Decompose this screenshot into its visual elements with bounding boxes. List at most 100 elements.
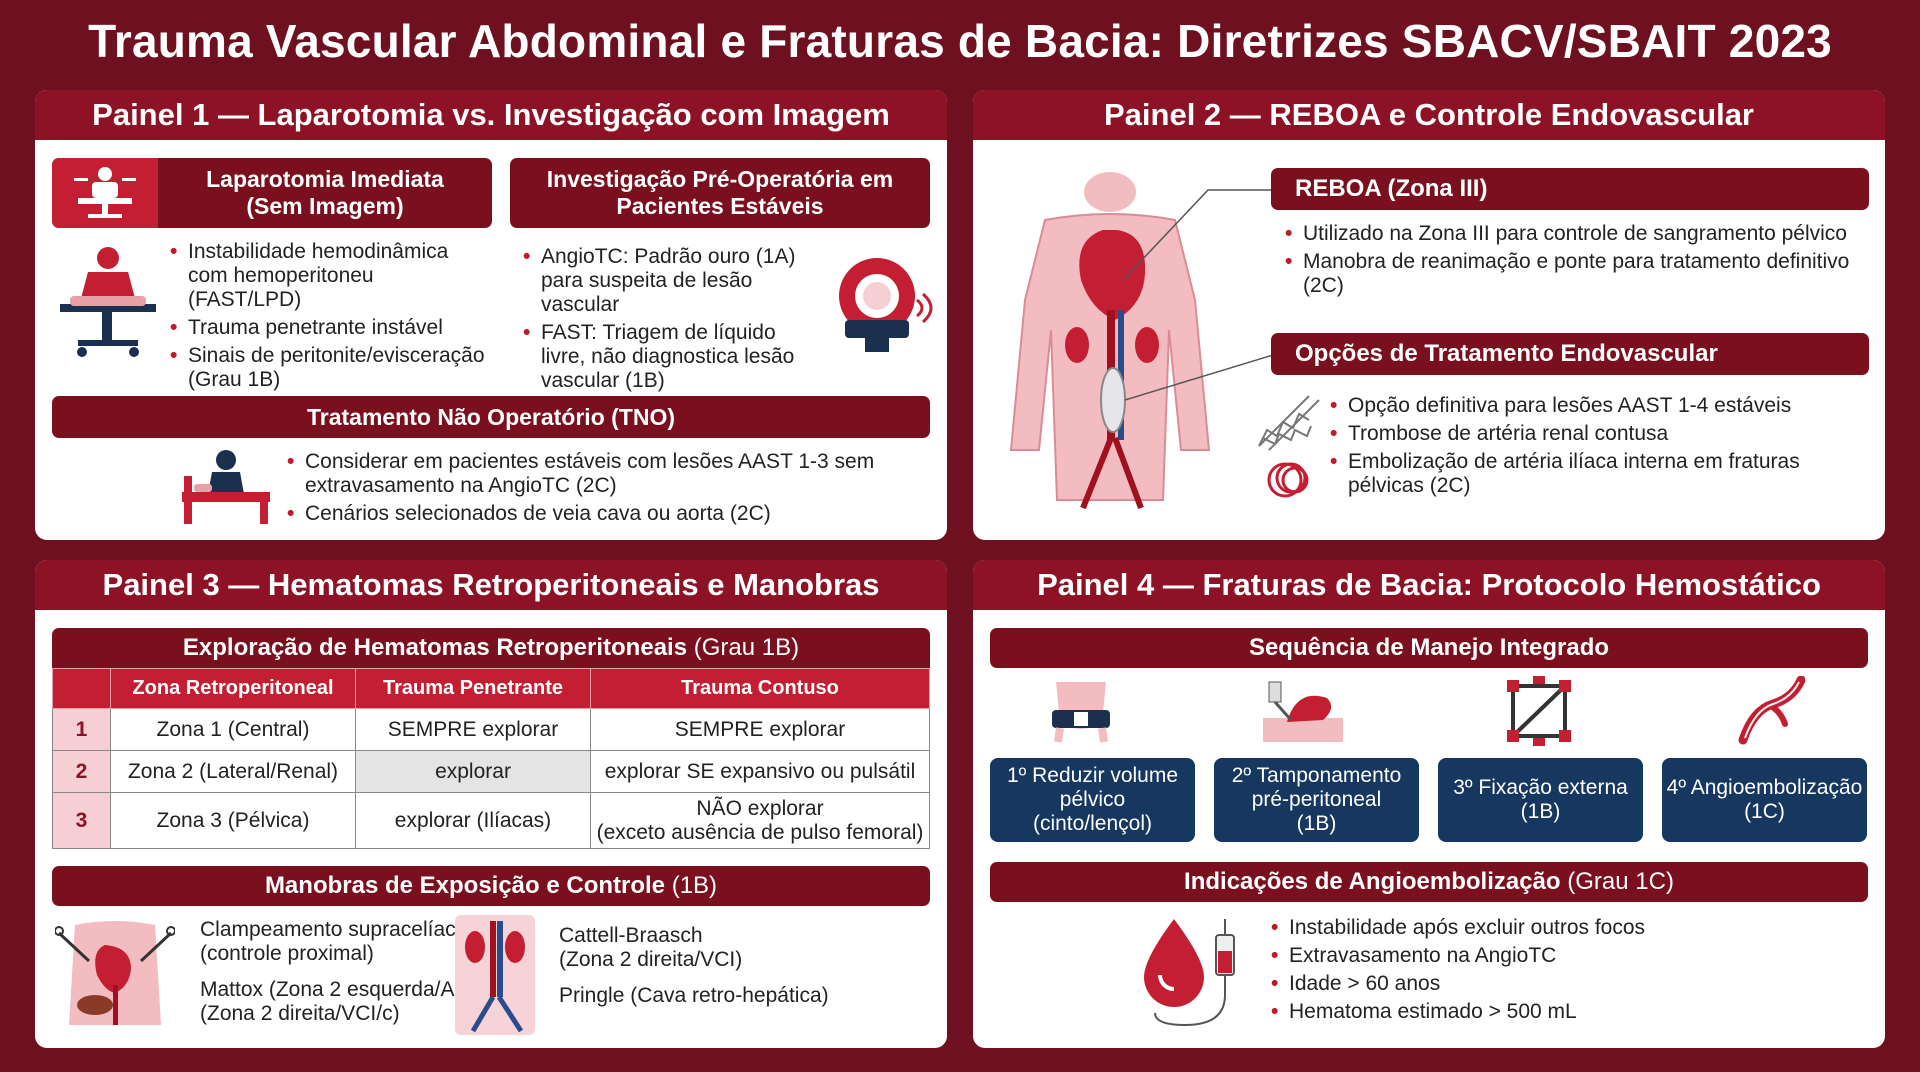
list-item: Idade > 60 anos	[1271, 972, 1831, 996]
laparotomy-bullets: Instabilidade hemodinâmica com hemoperit…	[170, 240, 490, 396]
step-line: (1B)	[1520, 800, 1561, 823]
table-title: Exploração de Hematomas Retroperitoneais…	[52, 628, 930, 668]
investigation-header: Investigação Pré-Operatória em Pacientes…	[510, 158, 930, 228]
investigation-title-line2: Pacientes Estáveis	[616, 193, 824, 219]
surgeon-icon	[52, 242, 162, 367]
table-header: Zona Retroperitoneal	[110, 668, 356, 709]
table-cell: explorar (Ilíacas)	[355, 792, 591, 849]
maneuver-item: Mattox (Zona 2 esquerda/Aorta) (Zona 2 d…	[200, 978, 498, 1026]
panel-reboa: Painel 2 — REBOA e Controle Endovascular…	[973, 90, 1885, 540]
cell-line: (exceto ausência de pulso femoral)	[596, 820, 924, 844]
external-fixator-icon	[1503, 676, 1575, 751]
stent-icon	[1255, 390, 1323, 457]
table-cell: Zona 3 (Pélvica)	[110, 792, 356, 849]
list-item: Manobra de reanimação e ponte para trata…	[1285, 250, 1855, 298]
panel-pelvic-fractures: Painel 4 — Fraturas de Bacia: Protocolo …	[973, 560, 1885, 1048]
maneuver-item: Cattell-Braasch (Zona 2 direita/VCI)	[559, 924, 742, 972]
panel-1-title: Painel 1 — Laparotomia vs. Investigação …	[35, 90, 947, 140]
coil-icon	[1263, 454, 1319, 509]
step-4: 4º Angioembolização (1C)	[1662, 758, 1867, 842]
list-item: Hematoma estimado > 500 mL	[1271, 1000, 1831, 1024]
list-item: FAST: Triagem de líquido livre, não diag…	[523, 321, 823, 393]
endovascular-header: Opções de Tratamento Endovascular	[1271, 333, 1869, 375]
table-header: Trauma Penetrante	[355, 668, 591, 709]
step-line: 1º Reduzir volume	[1006, 764, 1179, 787]
table-grade: (Grau 1B)	[693, 634, 800, 661]
row-number: 2	[52, 750, 111, 793]
table-cell: Zona 1 (Central)	[110, 708, 356, 751]
maneuver-line: (controle proximal)	[200, 942, 374, 965]
row-number: 3	[52, 792, 111, 849]
surgical-exposure-icon	[54, 915, 176, 1040]
list-item: Utilizado na Zona III para controle de s…	[1285, 222, 1855, 246]
reboa-bullets: Utilizado na Zona III para controle de s…	[1285, 222, 1855, 302]
maneuvers-header: Manobras de Exposição e Controle (1B)	[52, 866, 930, 906]
table-title-text: Exploração de Hematomas Retroperitoneais	[182, 634, 688, 661]
torso-vascular-icon	[985, 170, 1235, 520]
laparotomy-header: Laparotomia Imediata (Sem Imagem)	[52, 158, 492, 228]
catheter-icon	[1735, 675, 1806, 751]
row-number: 1	[52, 708, 111, 751]
step-2: 2º Tamponamento pré-peritoneal (1B)	[1214, 758, 1419, 842]
tno-bullets: Considerar em pacientes estáveis com les…	[287, 450, 887, 530]
maneuver-line: Cattell-Braasch	[559, 924, 703, 947]
step-line: (1B)	[1296, 812, 1337, 835]
step-line: pré-peritoneal	[1251, 788, 1382, 811]
list-item: Extravasamento na AngioTC	[1271, 944, 1831, 968]
table-row: 3 Zona 3 (Pélvica) explorar (Ilíacas) NÃ…	[52, 792, 930, 849]
step-line: 2º Tamponamento	[1231, 764, 1402, 787]
panel-4-title: Painel 4 — Fraturas de Bacia: Protocolo …	[973, 560, 1885, 610]
table-row: 2 Zona 2 (Lateral/Renal) explorar explor…	[52, 750, 930, 793]
laparotomy-title-line1: Laparotomia Imediata	[206, 166, 444, 192]
investigation-title-line1: Investigação Pré-Operatória em	[546, 166, 894, 192]
maneuver-line: Mattox (Zona 2 esquerda/Aorta)	[200, 978, 498, 1001]
step-line: pélvico	[1059, 788, 1126, 811]
list-item: Instabilidade hemodinâmica com hemoperit…	[170, 240, 490, 312]
list-item: Trauma penetrante instável	[170, 316, 490, 340]
step-line: (1C)	[1744, 800, 1785, 823]
step-line: (cinto/lençol)	[1032, 812, 1153, 835]
maneuver-line: (Zona 2 direita/VCI)	[559, 948, 743, 971]
patient-bed-icon	[180, 448, 272, 531]
maneuver-line: Pringle (Cava retro-hepática)	[559, 984, 829, 1007]
table-cell: explorar SE expansivo ou pulsátil	[590, 750, 930, 793]
maneuver-item: Clampeamento supracelíaco (controle prox…	[200, 918, 467, 966]
list-item: Instabilidade após excluir outros focos	[1271, 916, 1831, 940]
table-cell: SEMPRE explorar	[590, 708, 930, 751]
panel-3-title: Painel 3 — Hematomas Retroperitoneais e …	[35, 560, 947, 610]
indications-title: Indicações de Angioembolização	[1184, 868, 1561, 895]
hematoma-table: Zona Retroperitoneal Trauma Penetrante T…	[52, 668, 930, 849]
investigation-bullets: AngioTC: Padrão ouro (1A) para suspeita …	[523, 245, 823, 397]
list-item: Opção definitiva para lesões AAST 1-4 es…	[1330, 394, 1850, 418]
maneuvers-grade: (1B)	[671, 872, 718, 899]
list-item: Sinais de peritonite/evisceração (Grau 1…	[170, 344, 490, 392]
tno-header: Tratamento Não Operatório (TNO)	[52, 396, 930, 438]
list-item: Trombose de artéria renal contusa	[1330, 422, 1850, 446]
reboa-header: REBOA (Zona III)	[1271, 168, 1869, 210]
panel-laparotomy: Painel 1 — Laparotomia vs. Investigação …	[35, 90, 947, 540]
table-header: Trauma Contuso	[590, 668, 930, 709]
table-cell: explorar	[355, 750, 591, 793]
surgery-table-icon	[52, 158, 158, 228]
table-header	[52, 668, 111, 709]
maneuver-item: Pringle (Cava retro-hepática)	[559, 984, 829, 1008]
table-cell: Zona 2 (Lateral/Renal)	[110, 750, 356, 793]
maneuver-line: Clampeamento supracelíaco	[200, 918, 468, 941]
maneuvers-title: Manobras de Exposição e Controle	[264, 872, 666, 899]
ct-scanner-icon	[835, 248, 935, 363]
step-line: 4º Angioembolização	[1666, 776, 1863, 799]
maneuver-line: (Zona 2 direita/VCI/c)	[200, 1002, 400, 1025]
connector-lines	[1122, 189, 1274, 401]
step-3: 3º Fixação externa (1B)	[1438, 758, 1643, 842]
kidney-vessels-icon	[455, 915, 535, 1040]
indications-bullets: Instabilidade após excluir outros focos …	[1271, 916, 1831, 1028]
table-row: 1 Zona 1 (Central) SEMPRE explorar SEMPR…	[52, 708, 930, 751]
step-1: 1º Reduzir volume pélvico (cinto/lençol)	[990, 758, 1195, 842]
list-item: Cenários selecionados de veia cava ou ao…	[287, 502, 887, 526]
page-title: Trauma Vascular Abdominal e Fraturas de …	[88, 15, 1832, 67]
step-line: 3º Fixação externa	[1453, 776, 1628, 799]
endovascular-bullets: Opção definitiva para lesões AAST 1-4 es…	[1330, 394, 1850, 502]
table-cell: NÃO explorar (exceto ausência de pulso f…	[590, 792, 930, 849]
blood-transfusion-icon	[1138, 915, 1248, 1035]
cell-line: NÃO explorar	[696, 796, 824, 820]
